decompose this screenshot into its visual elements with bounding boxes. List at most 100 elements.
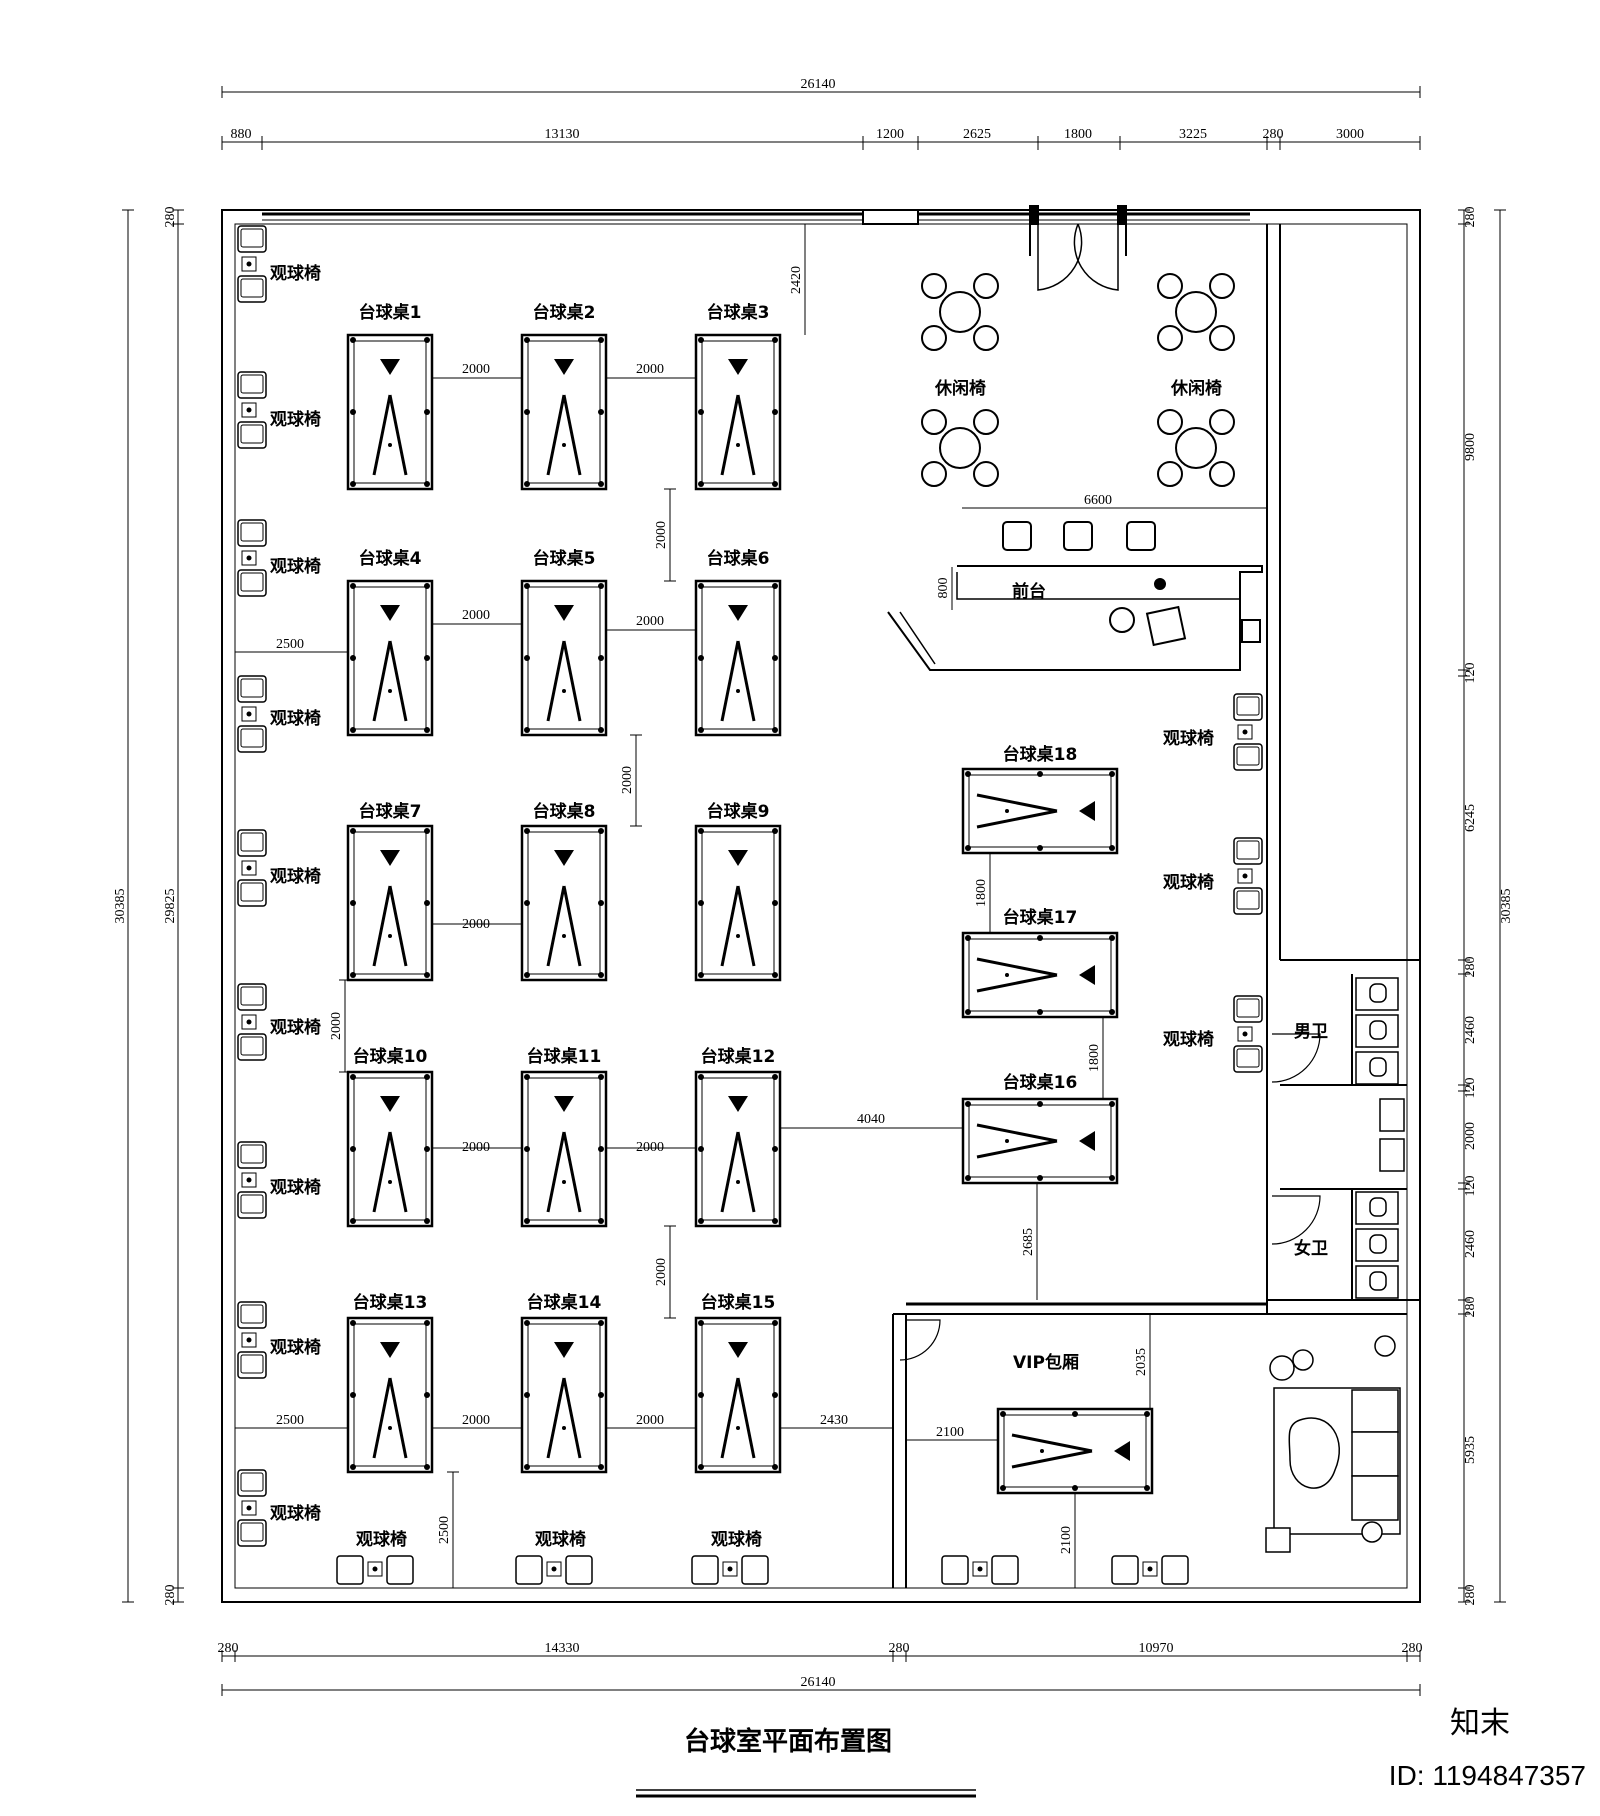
billiard-table	[996, 1407, 1154, 1495]
dim-right-seg: 280	[1463, 957, 1478, 978]
dim-top-seg: 1200	[876, 127, 904, 142]
billiard-table	[346, 333, 434, 491]
dimension-texts: 26140 880 13130 1200 2625 1800 3225 280 …	[113, 77, 1514, 1690]
dim-top-seg: 1800	[1064, 127, 1092, 142]
dim-v: 2500	[437, 1516, 452, 1544]
billiard-table	[694, 824, 782, 982]
dim-aisle: 4040	[857, 1112, 885, 1127]
dim-v: 2420	[789, 266, 804, 294]
dim-counter: 6600	[1084, 493, 1112, 508]
leisure-seating: 休闲椅 休闲椅	[921, 273, 1235, 487]
table-label: 台球桌9	[707, 801, 770, 822]
table-label: 台球桌4	[359, 548, 422, 569]
dim-top-seg: 13130	[545, 127, 580, 142]
table-label: 台球桌10	[353, 1046, 428, 1067]
dim-v: 2035	[1134, 1348, 1149, 1376]
billiard-table	[694, 333, 782, 491]
dim-gap: 2000	[462, 608, 490, 623]
table-label: 台球桌18	[1003, 744, 1078, 765]
watermark-logo: 知末	[1450, 1706, 1510, 1741]
dim-right-seg: 2460	[1463, 1016, 1478, 1044]
billiard-table	[694, 1316, 782, 1474]
dim-bottom-seg: 280	[218, 1641, 239, 1656]
dim-v: 2100	[1059, 1526, 1074, 1554]
chair-label: 观球椅	[269, 1017, 321, 1038]
dim-aisle: 2430	[820, 1413, 848, 1428]
table-label: 台球桌11	[527, 1046, 602, 1067]
drawing-title: 台球室平面布置图	[684, 1726, 892, 1757]
billiard-table	[346, 1070, 434, 1228]
entrance-doors	[1029, 205, 1127, 291]
dim-v: 1800	[974, 879, 989, 907]
table-labels: 台球桌1 台球桌2 台球桌3 台球桌4 台球桌5 台球桌6 台球桌7 台球桌8 …	[353, 302, 1079, 1373]
table-label: 台球桌8	[533, 801, 596, 822]
chair-label: 观球椅	[269, 708, 321, 729]
vip-room-label: VIP包厢	[1013, 1352, 1079, 1373]
billiard-table	[961, 1097, 1119, 1185]
dim-aisle: 2500	[276, 637, 304, 652]
table-label: 台球桌13	[353, 1292, 428, 1313]
dim-bottom-seg: 14330	[545, 1641, 580, 1656]
dim-v: 2000	[654, 1258, 669, 1286]
vip-furniture	[899, 1319, 1401, 1553]
billiard-table	[694, 579, 782, 737]
watermark: 知末 ID: 1194847357	[1389, 1706, 1586, 1791]
dim-right-seg: 6245	[1463, 804, 1478, 832]
dim-top-total: 26140	[801, 77, 836, 92]
chair-label: 观球椅	[269, 409, 321, 430]
chair-label: 观球椅	[1162, 728, 1214, 749]
dim-gap: 2000	[636, 614, 664, 629]
dim-bottom-seg: 10970	[1139, 1641, 1174, 1656]
dim-right-seg: 120	[1463, 663, 1478, 684]
watermark-id: ID: 1194847357	[1389, 1760, 1586, 1791]
chair-label: 观球椅	[1162, 872, 1214, 893]
table-label: 台球桌1	[359, 302, 422, 323]
chair-label: 观球椅	[1162, 1029, 1214, 1050]
billiard-table	[520, 333, 608, 491]
chair-label: 观球椅	[269, 866, 321, 887]
leisure-chair-label: 休闲椅	[1170, 378, 1222, 399]
dim-v: 2000	[620, 766, 635, 794]
dim-gap: 2000	[636, 1140, 664, 1155]
restrooms: 男卫 女卫	[1271, 977, 1405, 1299]
dim-aisle: 2500	[276, 1413, 304, 1428]
chair-label: 观球椅	[269, 556, 321, 577]
dim-left-top: 280	[163, 207, 178, 228]
dim-right-seg: 280	[1463, 207, 1478, 228]
womens-restroom-label: 女卫	[1294, 1238, 1328, 1259]
dim-v: 2000	[654, 521, 669, 549]
table-label: 台球桌5	[533, 548, 596, 569]
dim-right-outer: 30385	[1499, 889, 1514, 924]
walls	[221, 209, 1421, 1603]
dim-gap: 2000	[636, 362, 664, 377]
chair-label: 观球椅	[355, 1529, 407, 1550]
dim-right-seg: 2460	[1463, 1230, 1478, 1258]
dim-top-seg: 880	[231, 127, 252, 142]
table-label: 台球桌7	[359, 801, 422, 822]
dim-top-seg: 3000	[1336, 127, 1364, 142]
spectator-chair-labels: 观球椅 观球椅 观球椅 观球椅 观球椅 观球椅 观球椅 观球椅 观球椅 观球椅 …	[269, 263, 1214, 1550]
dim-bottom-seg: 280	[1402, 1641, 1423, 1656]
table-label: 台球桌16	[1003, 1072, 1078, 1093]
table-label: 台球桌3	[707, 302, 770, 323]
table-label: 台球桌2	[533, 302, 596, 323]
dim-bottom-seg: 280	[889, 1641, 910, 1656]
dim-left-outer: 30385	[113, 889, 128, 924]
dim-right-seg: 120	[1463, 1078, 1478, 1099]
billiard-table	[520, 579, 608, 737]
dim-right-seg: 5935	[1463, 1436, 1478, 1464]
front-desk: 前台	[887, 521, 1263, 671]
dim-right-seg: 280	[1463, 1297, 1478, 1318]
dim-top-seg: 2625	[963, 127, 991, 142]
chair-label: 观球椅	[710, 1529, 762, 1550]
billiard-table	[961, 931, 1119, 1019]
dim-v: 2685	[1021, 1228, 1036, 1256]
dim-left-bottom: 280	[163, 1585, 178, 1606]
mens-restroom-label: 男卫	[1294, 1022, 1328, 1042]
billiard-table	[520, 824, 608, 982]
dim-aisle: 2100	[936, 1425, 964, 1440]
dim-v: 1800	[1087, 1044, 1102, 1072]
table-label: 台球桌15	[701, 1292, 776, 1313]
dim-gap: 2000	[462, 362, 490, 377]
table-label: 台球桌12	[701, 1046, 776, 1067]
